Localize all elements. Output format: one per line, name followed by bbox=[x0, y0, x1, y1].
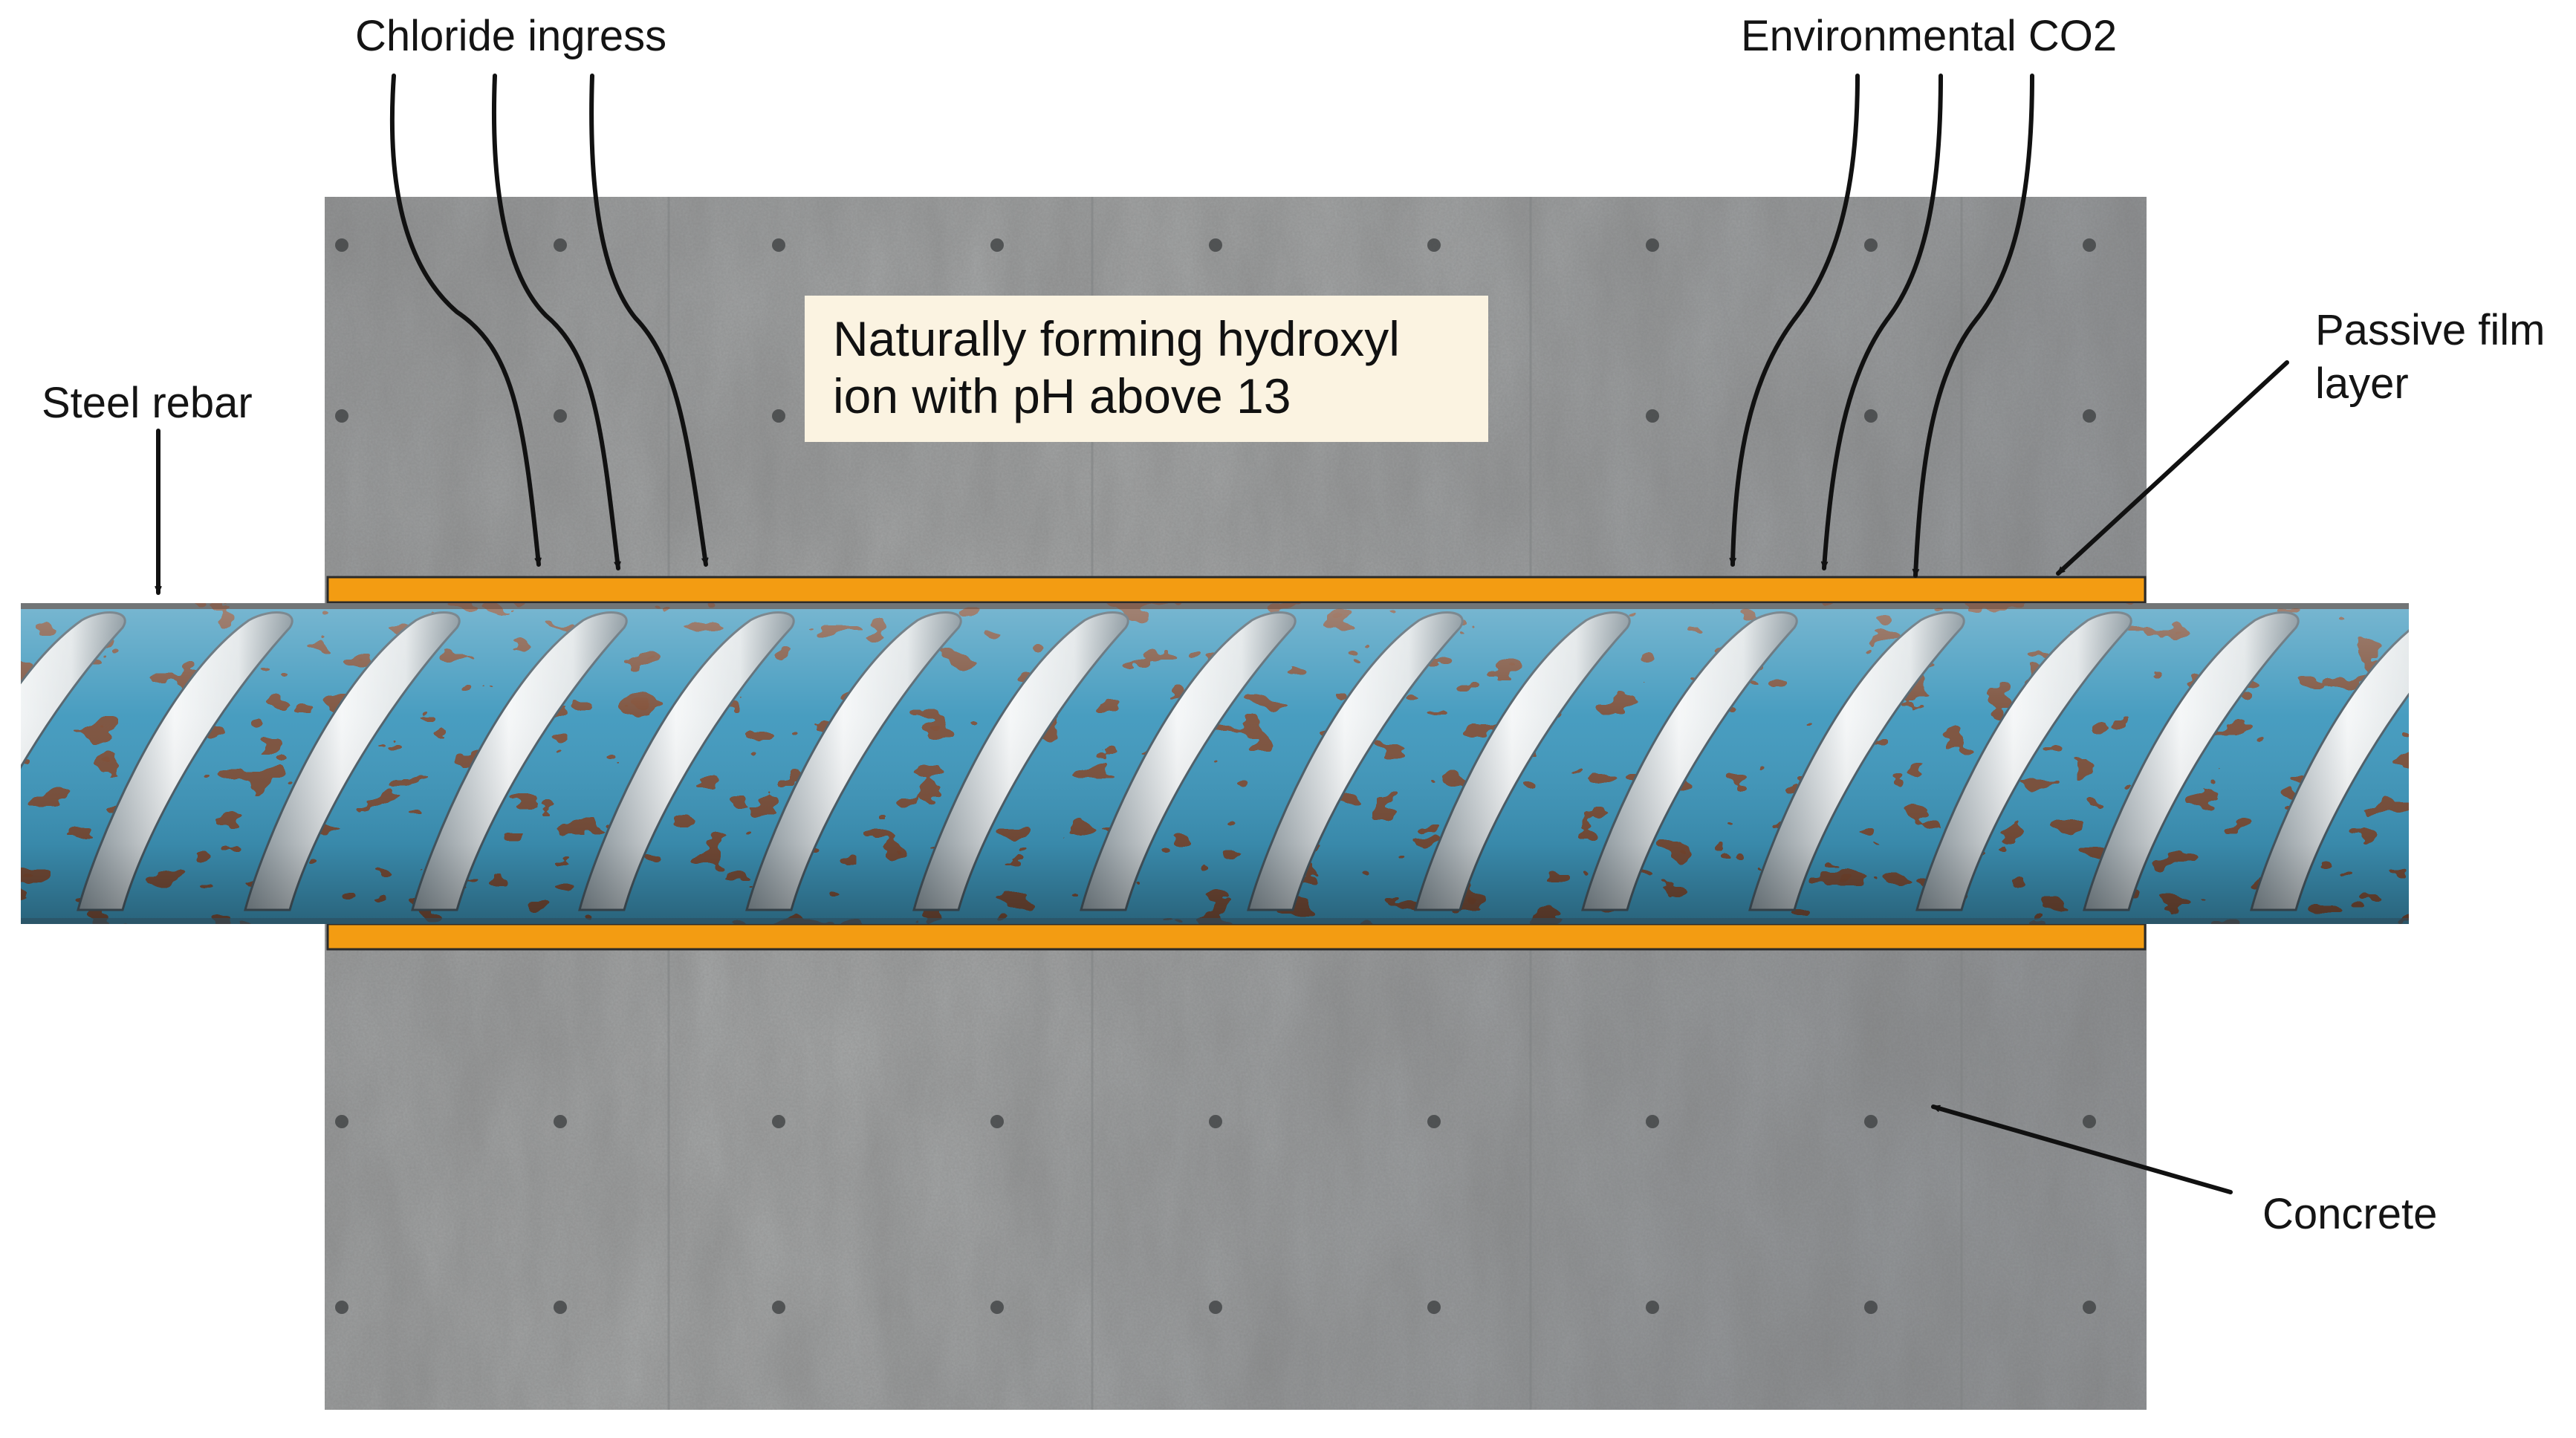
form-tie-hole bbox=[1864, 238, 1878, 252]
form-tie-hole bbox=[772, 1115, 785, 1128]
chloride-arrow-1 bbox=[389, 74, 542, 567]
form-tie-hole bbox=[1864, 1301, 1878, 1314]
form-tie-hole bbox=[2083, 409, 2096, 423]
form-tie-hole bbox=[554, 238, 567, 252]
form-tie-hole bbox=[772, 409, 785, 423]
rebar-rib bbox=[2418, 613, 2576, 910]
form-tie-hole bbox=[990, 238, 1004, 252]
form-tie-hole bbox=[554, 1115, 567, 1128]
form-tie-hole bbox=[554, 409, 567, 423]
chloride-arrows bbox=[389, 74, 709, 570]
co2-arrow-2 bbox=[1820, 74, 1943, 570]
form-tie-hole bbox=[772, 238, 785, 252]
form-tie-hole bbox=[1427, 1115, 1441, 1128]
concrete-arrow bbox=[1931, 1104, 2233, 1194]
steel-rebar-label: Steel rebar bbox=[42, 379, 253, 427]
form-tie-hole bbox=[772, 1301, 785, 1314]
passive-film-bottom bbox=[326, 923, 2147, 951]
chloride-arrow-3 bbox=[589, 74, 709, 567]
form-tie-hole bbox=[990, 1115, 1004, 1128]
form-tie-hole bbox=[1209, 238, 1222, 252]
passive-film-label-line-1: Passive film bbox=[2315, 306, 2546, 354]
form-tie-hole bbox=[2083, 1115, 2096, 1128]
form-tie-hole bbox=[1427, 1301, 1441, 1314]
form-tie-hole bbox=[1646, 409, 1659, 423]
passive-film-top bbox=[326, 576, 2147, 604]
form-tie-hole bbox=[2083, 1301, 2096, 1314]
form-tie-hole bbox=[1646, 238, 1659, 252]
co2-arrows bbox=[1729, 74, 2034, 578]
info-box-line-2: ion with pH above 13 bbox=[833, 368, 1291, 423]
form-tie-hole bbox=[1427, 238, 1441, 252]
steel-rebar bbox=[21, 603, 2576, 924]
form-tie-hole bbox=[335, 409, 348, 423]
concrete-label: Concrete bbox=[2262, 1190, 2438, 1238]
passive-film-label-line-2: layer bbox=[2315, 360, 2409, 408]
form-tie-hole bbox=[335, 1301, 348, 1314]
passive-film-arrow bbox=[2056, 360, 2289, 576]
chloride-ingress-label: Chloride ingress bbox=[355, 12, 667, 60]
co2-arrow-1 bbox=[1729, 74, 1860, 567]
hydroxyl-info-box: Naturally forming hydroxyl ion with pH a… bbox=[805, 296, 1488, 442]
form-tie-hole bbox=[2083, 238, 2096, 252]
form-tie-hole bbox=[990, 1301, 1004, 1314]
form-tie-hole bbox=[1646, 1115, 1659, 1128]
form-tie-hole bbox=[1864, 1115, 1878, 1128]
co2-arrow-3 bbox=[1912, 74, 2034, 578]
form-tie-hole bbox=[1209, 1301, 1222, 1314]
form-tie-hole bbox=[1209, 1115, 1222, 1128]
form-tie-hole bbox=[1864, 409, 1878, 423]
info-box-line-1: Naturally forming hydroxyl bbox=[833, 311, 1400, 366]
chloride-arrow-2 bbox=[491, 74, 621, 570]
form-tie-hole bbox=[335, 238, 348, 252]
form-tie-hole bbox=[1646, 1301, 1659, 1314]
form-tie-hole bbox=[335, 1115, 348, 1128]
environmental-co2-label: Environmental CO2 bbox=[1741, 12, 2118, 60]
form-tie-hole bbox=[554, 1301, 567, 1314]
